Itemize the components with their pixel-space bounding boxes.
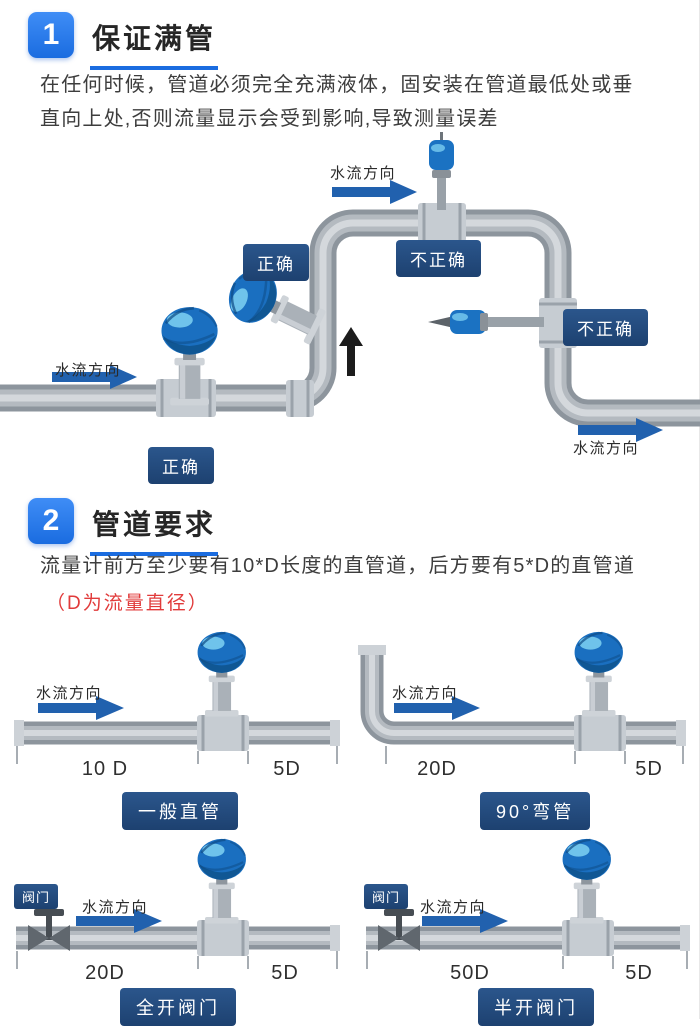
turbine-flow-meter-icon [196, 837, 248, 925]
dimension-ticks [366, 951, 688, 969]
section2-header: 2 管道要求 [28, 498, 219, 556]
full-pipe-installation-diagram: 水流方向 水流方向 水流方向 正确 不正确 不正确 正确 [0, 130, 700, 495]
meter-spool [562, 920, 614, 956]
flow-arrow-icon [422, 909, 508, 933]
section1-number-badge: 1 [28, 12, 74, 58]
back-length-label: 5D [635, 758, 663, 780]
up-arrow-icon [339, 327, 363, 376]
pipe [14, 720, 340, 746]
flow-direction-label-left: 水流方向 [55, 362, 122, 379]
meter-spool-top [418, 203, 466, 242]
flow-direction-label: 水流方向 [36, 685, 103, 702]
meter-spool [197, 920, 249, 956]
front-length-label: 10 D [81, 758, 129, 780]
diagram-name-tag: 90°弯管 [480, 792, 591, 830]
valve-icon [378, 909, 420, 951]
flow-arrow-left-icon [52, 365, 137, 389]
open-valve-canvas [16, 837, 340, 969]
dimension-ticks [385, 746, 684, 764]
flow-direction-label: 水流方向 [392, 685, 459, 702]
installation-diagram-canvas [0, 132, 700, 442]
diameter-note: （D为流量直径） [46, 593, 209, 614]
insertion-probe-top-icon [429, 132, 454, 210]
valve-icon [28, 909, 70, 951]
incorrect-tag-top: 不正确 [396, 240, 481, 277]
section2-body: 流量计前方至少要有10*D长度的直管道，后方要有5*D的直管道 [40, 555, 636, 577]
section1-header: 1 保证满管 [28, 12, 219, 70]
dimension-ticks [16, 746, 338, 764]
turbine-flow-meter-icon [196, 630, 248, 718]
turbine-flow-meter-icon [573, 630, 625, 718]
front-length-label: 20D [417, 758, 457, 780]
flow-direction-label: 水流方向 [420, 899, 487, 916]
flow-arrow-top-icon [332, 180, 417, 204]
flow-arrow-bottom-right-icon [578, 418, 663, 442]
flow-arrow-icon [76, 909, 162, 933]
dimension-ticks [16, 951, 338, 969]
flow-direction-label-bottom-right: 水流方向 [573, 440, 640, 457]
diagram-name-tag: 半开阀门 [478, 988, 594, 1026]
section1-body: 在任何时候，管道必须完全充满液体，固安装在管道最低处或垂直向上处,否则流量显示会… [40, 74, 634, 131]
incorrect-tag-right: 不正确 [563, 309, 648, 346]
flow-direction-label-top: 水流方向 [330, 165, 397, 182]
back-length-label: 5D [625, 962, 653, 984]
diagram-open-valve: 阀门 水流方向 20D 5D 全开阀门 [12, 837, 342, 1026]
straight-pipe-canvas [14, 630, 340, 764]
correct-tag-bottom: 正确 [148, 447, 214, 484]
pipe [358, 645, 686, 746]
diagram-straight-pipe: 水流方向 10 D 5D 一般直管 [12, 618, 342, 833]
bend-pipe-canvas [358, 630, 686, 764]
diagram-name-tag: 全开阀门 [120, 988, 236, 1026]
front-length-label: 20D [85, 962, 125, 984]
section2-title: 管道要求 [90, 498, 219, 556]
half-valve-canvas [366, 837, 690, 969]
flow-arrow-icon [394, 696, 480, 720]
meter-spool [197, 715, 249, 751]
diagram-90-bend: 水流方向 20D 5D 90°弯管 [352, 618, 690, 833]
diagram-half-valve: 阀门 水流方向 50D 5D 半开阀门 [362, 837, 692, 1026]
insertion-probe-right-icon [428, 310, 544, 334]
section2-number-badge: 2 [28, 498, 74, 544]
valve-tag: 阀门 [14, 884, 59, 909]
turbine-flow-meter-icon [561, 837, 613, 925]
correct-tag-angled: 正确 [243, 244, 309, 281]
flow-arrow-icon [38, 696, 124, 720]
back-length-label: 5D [271, 962, 299, 984]
front-length-label: 50D [450, 962, 490, 984]
back-length-label: 5D [273, 758, 301, 780]
flow-direction-label: 水流方向 [82, 899, 149, 916]
valve-tag: 阀门 [364, 884, 409, 909]
meter-spool [574, 715, 626, 751]
diagram-name-tag: 一般直管 [122, 792, 238, 830]
section1-title: 保证满管 [90, 12, 219, 70]
pipe-coupling [286, 380, 314, 417]
